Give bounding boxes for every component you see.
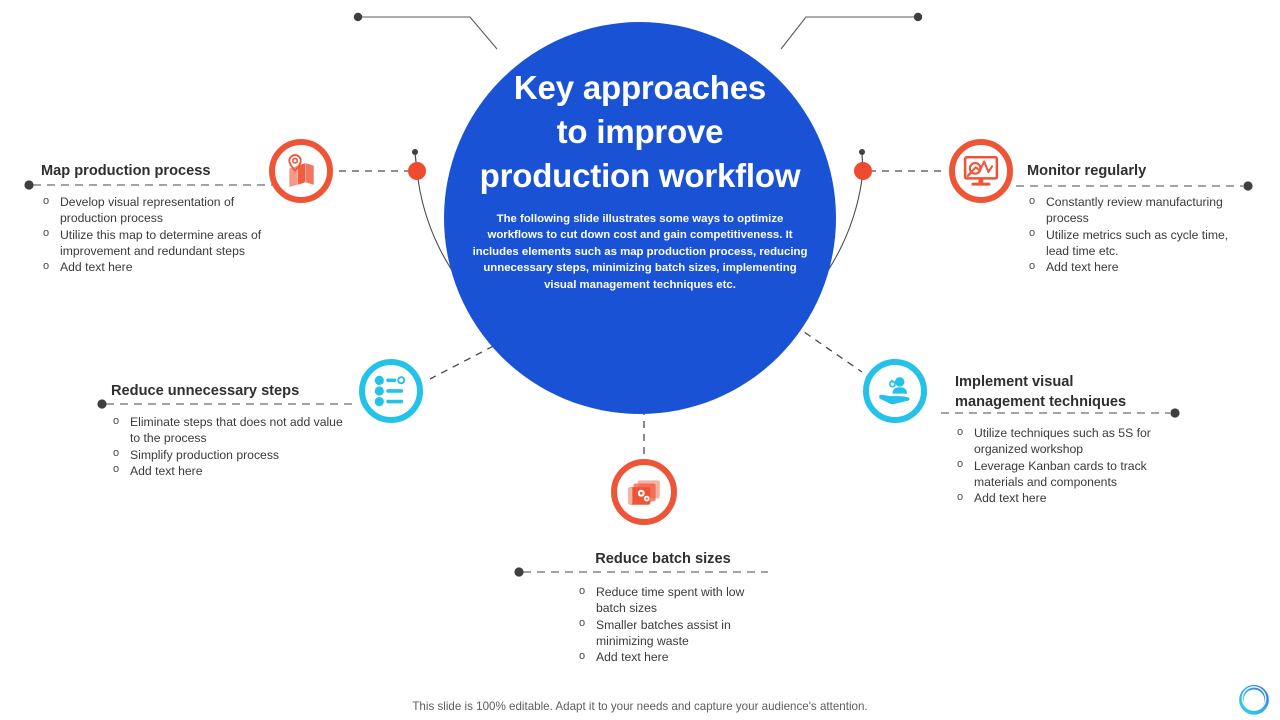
node-heading: Map production process <box>41 163 211 179</box>
arc-node-map-production-process <box>408 162 426 180</box>
list-item: Utilize this map to determine areas of i… <box>41 226 291 259</box>
settings-checklist-icon <box>374 375 406 407</box>
heading-rule-dot-map-production-process <box>24 180 34 190</box>
list-item: Smaller batches assist in minimizing was… <box>577 616 770 649</box>
node-bullet-list: Constantly review manufacturing process … <box>1027 194 1252 275</box>
node-heading: Reduce batch sizes <box>595 551 731 567</box>
node-bullet-list: Reduce time spent with low batch sizes S… <box>577 584 770 665</box>
top-right-bracket-line <box>780 16 918 50</box>
node-heading: Monitor regularly <box>1027 163 1147 179</box>
list-item: Utilize metrics such as cycle time, lead… <box>1027 226 1252 259</box>
list-item: Add text here <box>41 258 291 275</box>
footer-note: This slide is 100% editable. Adapt it to… <box>412 700 868 713</box>
icon-circle-monitor-regularly[interactable] <box>949 139 1013 203</box>
node-reduce-batch-sizes: Reduce batch sizes Reduce time spent wit… <box>560 549 770 665</box>
arc-node-monitor-regularly <box>854 162 872 180</box>
heading-rule-dot-implement-visual-management <box>1170 408 1180 418</box>
map-pin-icon <box>288 154 314 187</box>
list-item: Leverage Kanban cards to track materials… <box>955 457 1170 490</box>
heading-rule-dot-monitor-regularly <box>1243 181 1253 191</box>
list-item: Develop visual representation of product… <box>41 194 291 226</box>
central-hub: Key approaches to improve production wor… <box>444 22 836 414</box>
node-heading: Implement visual management techniques <box>955 374 1127 411</box>
node-bullet-list: Develop visual representation of product… <box>41 194 291 275</box>
list-item: Add text here <box>955 490 1170 506</box>
node-bullet-list: Eliminate steps that does not add value … <box>111 414 351 479</box>
stacked-cards-gears-icon <box>628 480 660 505</box>
left-node-stem-dot <box>412 149 418 155</box>
list-item: Eliminate steps that does not add value … <box>111 414 351 446</box>
list-item: Utilize techniques such as 5S for organi… <box>955 425 1170 457</box>
top-left-bracket-dot <box>353 12 363 22</box>
list-item: Reduce time spent with low batch sizes <box>577 584 770 616</box>
hub-subtitle: The following slide illustrates some way… <box>472 212 808 291</box>
monitor-analytics-icon <box>963 155 999 186</box>
list-item: Add text here <box>111 462 351 479</box>
page-title: Key approaches to improve production wor… <box>479 69 801 194</box>
node-heading: Reduce unnecessary steps <box>111 383 300 399</box>
list-item: Simplify production process <box>111 446 351 463</box>
circle-ring-logo <box>1239 685 1269 715</box>
heading-rule-dot-reduce-batch-sizes <box>514 567 524 577</box>
icon-circle-reduce-batch-sizes[interactable] <box>611 459 677 525</box>
heading-rule-dot-reduce-unnecessary-steps <box>97 399 107 409</box>
right-node-stem-dot <box>859 149 865 155</box>
top-left-bracket-line <box>358 16 498 50</box>
icon-circle-implement-visual-management[interactable] <box>863 359 927 423</box>
node-implement-visual-management: Implement visual management techniques U… <box>955 372 1170 506</box>
node-map-production-process: Map production process Develop visual re… <box>41 161 291 275</box>
list-item: Add text here <box>577 648 770 665</box>
icon-circle-map-production-process[interactable] <box>269 139 333 203</box>
icon-circle-reduce-unnecessary-steps[interactable] <box>359 359 423 423</box>
spoke-implement-visual-management <box>793 324 863 373</box>
list-item: Constantly review manufacturing process <box>1027 194 1252 226</box>
hand-person-icon <box>879 377 910 405</box>
node-bullet-list: Utilize techniques such as 5S for organi… <box>955 425 1170 506</box>
top-right-bracket-dot <box>913 12 923 22</box>
node-reduce-unnecessary-steps: Reduce unnecessary steps Eliminate steps… <box>111 381 351 479</box>
node-monitor-regularly: Monitor regularly Constantly review manu… <box>1027 161 1252 275</box>
list-item: Add text here <box>1027 258 1252 275</box>
